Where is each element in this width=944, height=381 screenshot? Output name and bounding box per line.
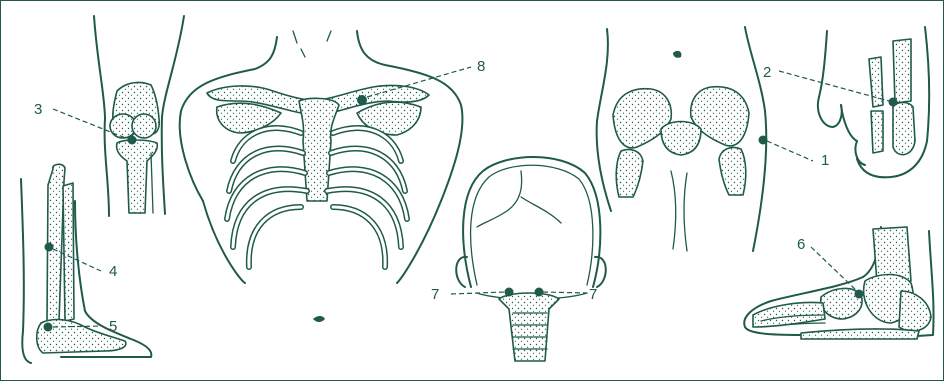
foot-figure: 6: [744, 227, 933, 339]
toes-figure: 2: [763, 27, 929, 177]
point-5-marker: [44, 323, 53, 332]
point-7-left-marker: [505, 288, 514, 297]
point-7-right-marker: [535, 288, 544, 297]
head-figure: 7 7: [431, 157, 606, 361]
pelvis-figure: 1: [597, 27, 830, 251]
label-6: 6: [797, 236, 805, 253]
point-8-marker: [357, 95, 367, 105]
thorax-figure: 8: [180, 31, 486, 322]
label-8: 8: [477, 58, 485, 75]
ribs-right: [327, 128, 407, 267]
point-1-marker: [759, 136, 768, 145]
label-3: 3: [34, 101, 42, 118]
point-6-marker: [855, 290, 864, 299]
point-2-marker: [889, 98, 898, 107]
point-3-marker: [128, 136, 137, 145]
label-7-right: 7: [589, 286, 597, 303]
label-4: 4: [109, 263, 117, 280]
point-4-marker: [45, 243, 54, 252]
label-5: 5: [109, 318, 117, 335]
ribs-left: [227, 128, 307, 267]
label-2: 2: [763, 64, 771, 81]
label-1: 1: [821, 152, 829, 169]
label-7-left: 7: [431, 286, 439, 303]
